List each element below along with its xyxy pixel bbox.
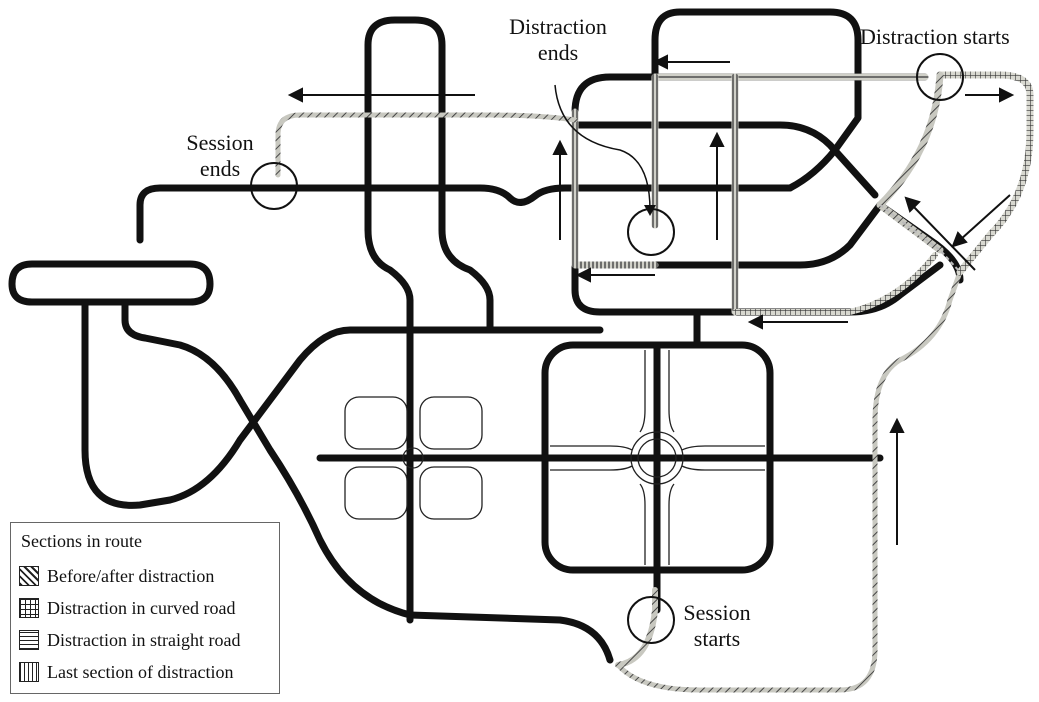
distraction-ends-leader-arrowhead bbox=[644, 205, 656, 216]
route-before-after-a bbox=[615, 587, 658, 668]
distraction-ends-label: Distraction ends bbox=[493, 14, 623, 66]
road-ne-horizontal-2 bbox=[571, 121, 879, 199]
horizontal-hatch-icon bbox=[19, 630, 39, 650]
route-light bbox=[879, 204, 961, 273]
arrow-left-icon bbox=[747, 314, 848, 330]
arrow-left-icon bbox=[287, 87, 475, 103]
small-block-nw bbox=[344, 396, 408, 450]
road-top-loop-down-left bbox=[364, 196, 414, 624]
road-west-east bbox=[136, 184, 794, 244]
road-ne-horizontal-3 bbox=[651, 8, 862, 192]
distraction-ends-line2: ends bbox=[537, 40, 579, 65]
arrow-up-icon bbox=[889, 417, 905, 545]
distraction-starts-label: Distraction starts bbox=[860, 24, 1010, 49]
session-starts-label: Session starts bbox=[672, 600, 762, 652]
road-left-down-1 bbox=[81, 298, 604, 509]
diagonal-hatch-icon bbox=[19, 566, 39, 586]
small-block-se bbox=[419, 466, 483, 520]
small-roundabout bbox=[402, 447, 424, 469]
road-ne-lower bbox=[651, 201, 964, 284]
arrow-right-icon bbox=[965, 87, 1015, 103]
distraction-ends-leader bbox=[554, 84, 651, 211]
road-left-pill bbox=[8, 260, 214, 306]
legend-item: Before/after distraction bbox=[19, 565, 214, 587]
session-ends-line1: Session bbox=[186, 130, 254, 155]
session-ends-marker bbox=[250, 162, 298, 210]
distraction-ends-line1: Distraction bbox=[509, 14, 607, 39]
legend-item: Distraction in straight road bbox=[19, 629, 240, 651]
session-ends-label: Session ends bbox=[172, 130, 268, 182]
road-top-vertical-loop bbox=[364, 16, 446, 204]
arrow-diag-down-left-icon bbox=[951, 194, 1011, 248]
distraction-starts-marker bbox=[916, 53, 964, 101]
small-block-sw bbox=[344, 466, 408, 520]
route-last-section-vertical bbox=[651, 73, 739, 316]
road-left-down-2 bbox=[121, 298, 614, 664]
legend-item-label: Distraction in curved road bbox=[47, 597, 236, 618]
legend-title: Sections in route bbox=[21, 531, 142, 551]
big-roundabout bbox=[630, 431, 684, 485]
route-before-distraction bbox=[876, 71, 944, 254]
small-block-ne bbox=[419, 396, 483, 450]
grid-hatch-icon bbox=[19, 598, 39, 618]
arrow-diag-up-left-icon bbox=[904, 196, 976, 271]
route-after-distraction bbox=[275, 112, 578, 178]
session-ends-line2: ends bbox=[199, 156, 241, 181]
road-top-loop-down-right bbox=[438, 196, 494, 334]
vertical-hatch-icon bbox=[19, 662, 39, 682]
session-starts-line2: starts bbox=[693, 626, 741, 651]
direction-arrows bbox=[287, 54, 1015, 545]
distraction-ends-marker bbox=[627, 208, 675, 256]
arrow-up-icon bbox=[709, 131, 725, 240]
road-ne-loop bbox=[571, 73, 924, 116]
route-last-section-left bbox=[571, 108, 659, 269]
legend-item: Distraction in curved road bbox=[19, 597, 235, 619]
session-starts-line1: Session bbox=[683, 600, 751, 625]
legend-item-label: Distraction in straight road bbox=[47, 629, 241, 650]
session-starts-marker bbox=[627, 596, 675, 644]
route-loop-south bbox=[615, 269, 963, 693]
route-curve-bottom bbox=[732, 252, 938, 315]
legend-item: Last section of distraction bbox=[19, 661, 233, 683]
route-curve-ne bbox=[936, 71, 1034, 276]
arrow-left-icon bbox=[575, 267, 655, 283]
arrow-left-icon bbox=[652, 54, 730, 70]
legend: Sections in route Before/after distracti… bbox=[10, 522, 280, 694]
legend-item-label: Last section of distraction bbox=[47, 661, 234, 682]
arrow-up-icon bbox=[552, 139, 568, 240]
route bbox=[275, 71, 1034, 693]
legend-item-label: Before/after distraction bbox=[47, 565, 215, 586]
thin-roads bbox=[344, 350, 765, 565]
